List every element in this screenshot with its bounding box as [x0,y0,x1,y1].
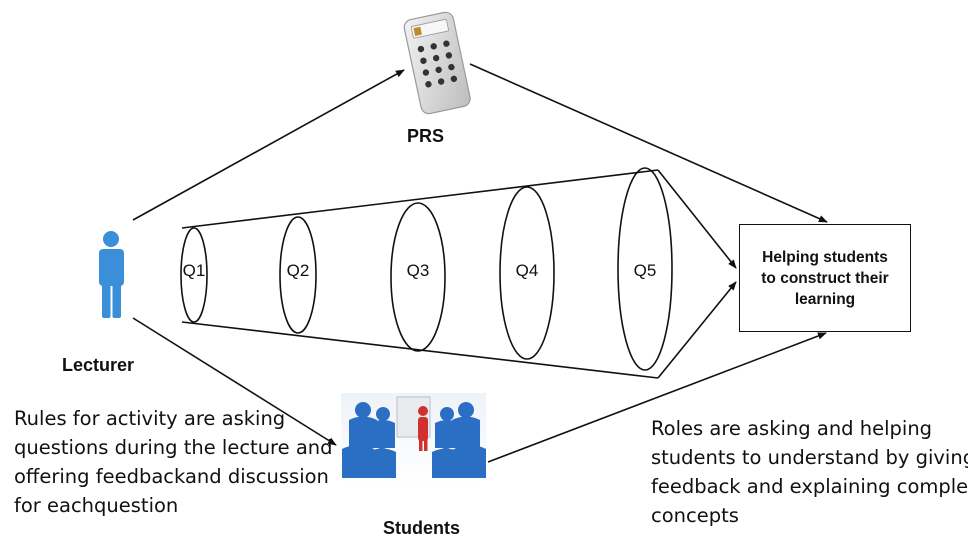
arrow-funnel-bottom-to-goal [657,281,737,379]
roles-note-line: students to understand by giving [651,446,968,469]
rules-note-line: Rules for activity are asking [14,407,286,430]
roles-note-line: Roles are asking and helping [651,417,933,440]
roles-note-line: concepts [651,504,739,527]
students-label: Students [383,518,461,538]
question-label: Q3 [407,261,430,280]
question-label: Q1 [183,261,206,280]
person-icon [99,231,124,318]
funnel-bottom-edge [181,321,659,379]
goal-text-line: learning [794,290,856,308]
arrow-prs-to-goal [469,63,828,223]
question-label: Q2 [287,261,310,280]
goal-text-line: Helping students [762,248,888,266]
goal-text-line: to construct their [761,269,889,287]
arrow-lecturer-to-prs [132,69,405,221]
classroom-students-icon [341,393,486,485]
question-ellipse-q1 [180,227,208,323]
question-funnel [180,167,673,379]
lecturer-label: Lecturer [62,355,135,375]
arrow-funnel-top-to-goal [657,169,737,269]
rules-note-line: for eachquestion [14,494,179,517]
question-ellipse-q4 [499,186,555,360]
funnel-top-edge [181,169,659,229]
connectors [132,63,828,463]
roles-note-line: feedback and explaining complex [651,475,968,498]
question-ellipse-q3 [390,202,446,352]
rules-note-line: offering feedbackand discussion [14,465,329,488]
arrow-lecturer-to-students [132,317,337,446]
question-label: Q5 [634,261,657,280]
question-label: Q4 [516,261,539,280]
goal-box: Helping students to construct their lear… [739,224,911,332]
question-ellipse-q2 [279,216,317,334]
question-ellipse-q5 [617,167,673,371]
rules-note-line: questions during the lecture and [14,436,333,459]
rules-note: Rules for activity are asking questions … [14,404,333,520]
roles-note: Roles are asking and helping students to… [651,414,968,530]
question-labels: Q1 Q2 Q3 Q4 Q5 [183,261,657,280]
arrow-students-to-goal [487,332,827,463]
clicker-device-icon [403,11,471,115]
prs-label: PRS [407,126,445,146]
